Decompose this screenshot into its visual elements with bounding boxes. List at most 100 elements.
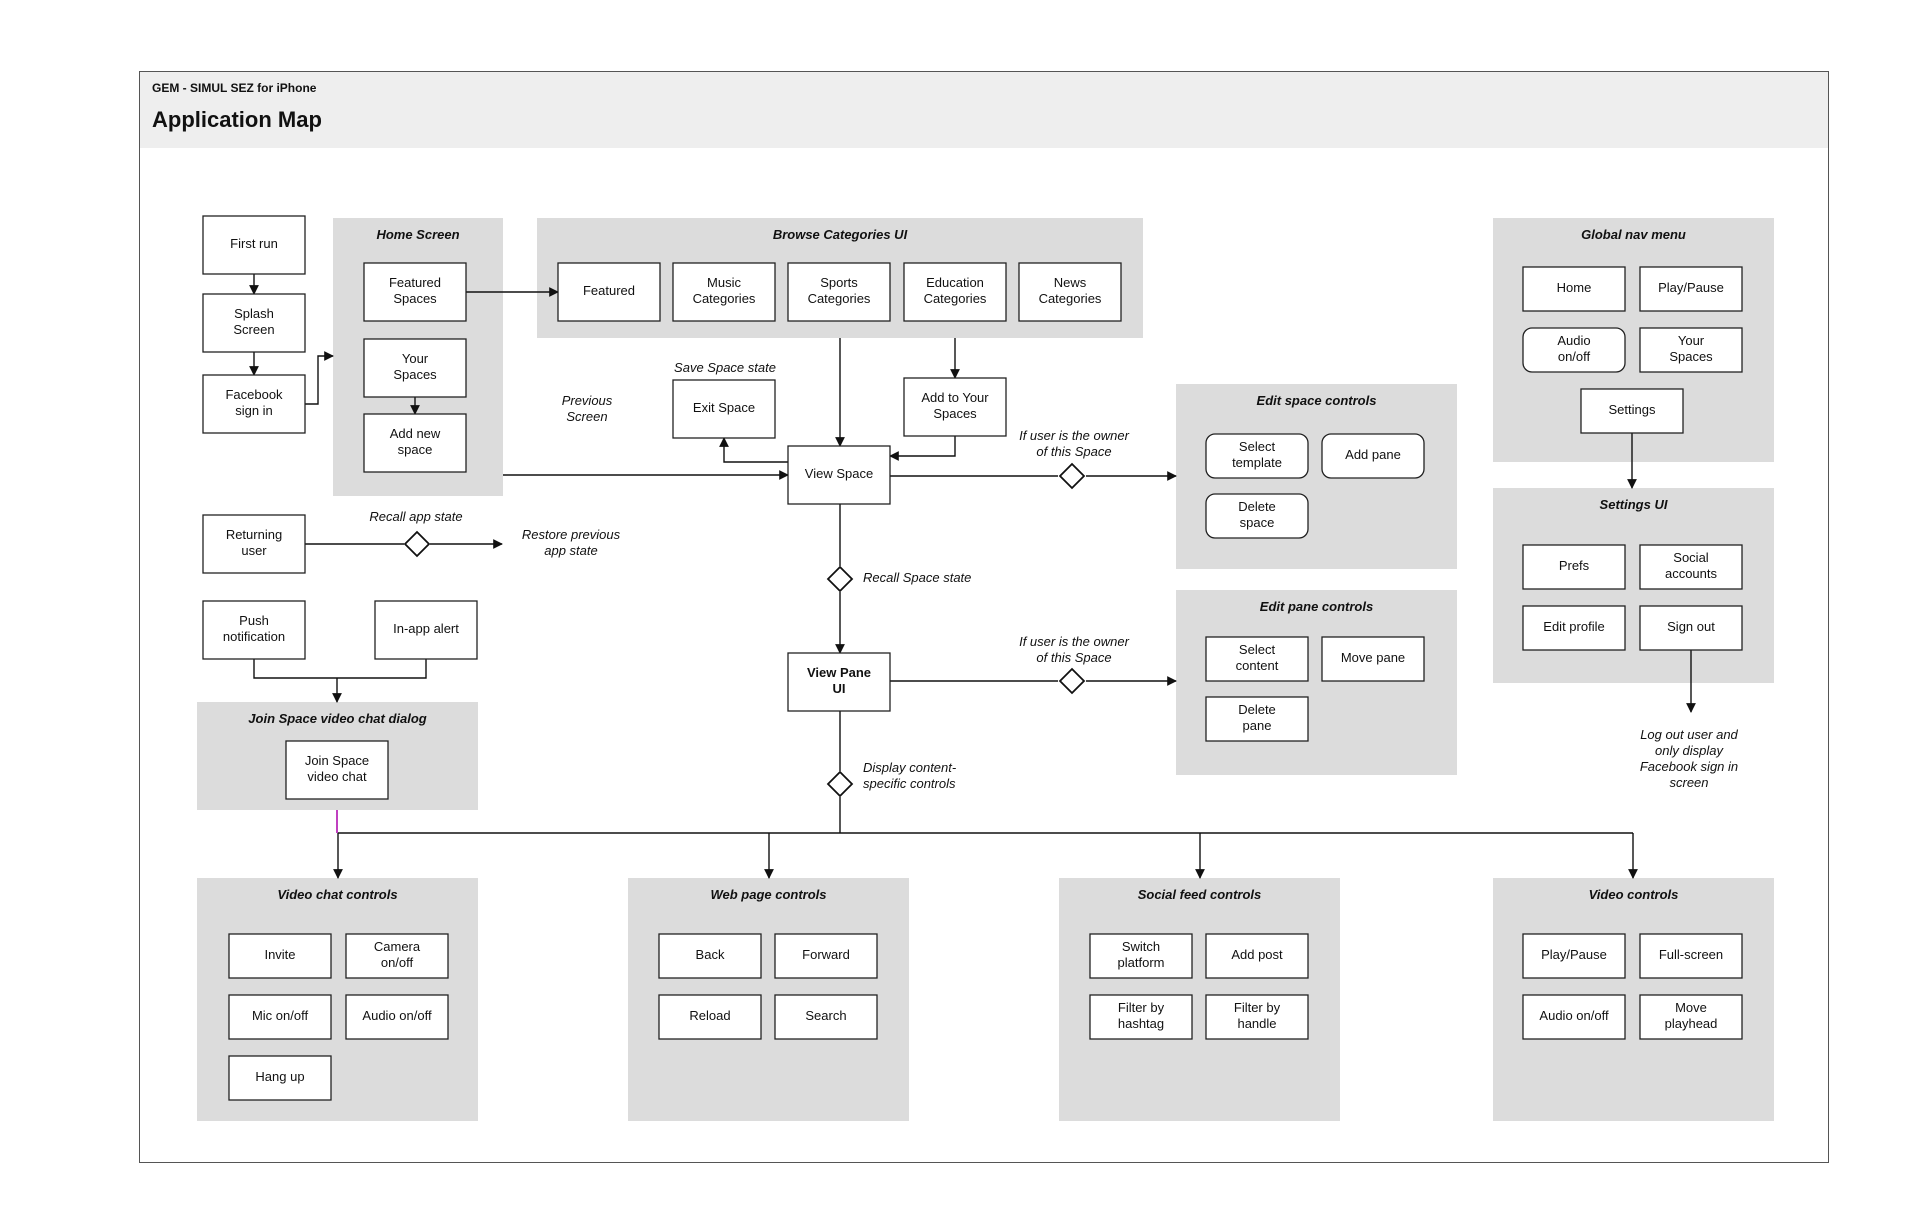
header-bar: [140, 72, 1828, 148]
node-splash-screen: [202, 293, 306, 353]
node-forward-label: Forward: [802, 947, 850, 962]
annotation-recall-app-state: Recall app state: [369, 509, 462, 524]
node-nav-settings-label: Settings: [1609, 402, 1656, 417]
group-title-edit-pane: Edit pane controls: [1260, 599, 1373, 614]
node-education-categories: [903, 262, 1007, 322]
node-v-play-pause: [1522, 933, 1626, 979]
node-move-playhead: [1639, 994, 1743, 1040]
node-add-new-space: [363, 413, 467, 473]
node-select-template: [1205, 433, 1309, 479]
decision-diamond-2: [826, 770, 854, 798]
node-edit-profile-label: Edit profile: [1543, 619, 1604, 634]
node-prefs-label: Prefs: [1559, 558, 1590, 573]
group-edit-pane: [1176, 590, 1457, 775]
node-add-to-your-spaces: [903, 377, 1007, 437]
node-search: [774, 994, 878, 1040]
group-title-home-screen: Home Screen: [376, 227, 459, 242]
node-nav-home: [1522, 266, 1626, 312]
connector-26: [253, 659, 427, 679]
node-your-spaces: [363, 338, 467, 398]
node-vc-audio-label: Audio on/off: [362, 1008, 432, 1023]
group-title-join-space: Join Space video chat dialog: [248, 711, 426, 726]
connector-10: [719, 437, 788, 463]
node-mic-label: Mic on/off: [252, 1008, 309, 1023]
decision-diamond-1: [826, 565, 854, 593]
node-edit-profile: [1522, 605, 1626, 651]
node-reload: [658, 994, 762, 1040]
node-move-pane-label: Move pane: [1341, 650, 1405, 665]
node-nav-your-spaces: [1639, 327, 1743, 373]
node-push-notification: [202, 600, 306, 660]
node-first-run: [202, 215, 306, 275]
node-news-categories: [1018, 262, 1122, 322]
node-exit-space-label: Exit Space: [693, 400, 755, 415]
node-sports-categories: [787, 262, 891, 322]
node-full-screen: [1639, 933, 1743, 979]
decision-diamond-3: [1058, 462, 1086, 490]
group-title-web-page: Web page controls: [710, 887, 826, 902]
node-filter-handle: [1205, 994, 1309, 1040]
node-nav-home-label: Home: [1557, 280, 1592, 295]
annotation-recall-space-state: Recall Space state: [863, 570, 971, 585]
node-join-space-video-chat: [285, 740, 389, 800]
group-title-settings-ui: Settings UI: [1600, 497, 1668, 512]
node-delete-space: [1205, 493, 1309, 539]
node-filter-hashtag: [1089, 994, 1193, 1040]
node-v-play-pause-label: Play/Pause: [1541, 947, 1607, 962]
node-featured: [557, 262, 661, 322]
node-camera: [345, 933, 449, 979]
node-forward: [774, 933, 878, 979]
decision-diamond-5: [403, 530, 431, 558]
node-in-app-alert-label: In-app alert: [393, 621, 459, 636]
node-back: [658, 933, 762, 979]
node-facebook-sign-in: [202, 374, 306, 434]
node-mic: [228, 994, 332, 1040]
node-move-pane: [1321, 636, 1425, 682]
node-nav-audio: [1522, 327, 1626, 373]
decision-diamond-4: [1058, 667, 1086, 695]
group-title-edit-space: Edit space controls: [1257, 393, 1377, 408]
node-v-audio: [1522, 994, 1626, 1040]
annotation-display-content: Display content-specific controls: [863, 760, 957, 791]
node-view-space: [787, 445, 891, 505]
node-add-post: [1205, 933, 1309, 979]
node-reload-label: Reload: [689, 1008, 730, 1023]
node-music-categories: [672, 262, 776, 322]
node-search-label: Search: [805, 1008, 846, 1023]
node-featured-spaces: [363, 262, 467, 322]
node-hang-up-label: Hang up: [255, 1069, 304, 1084]
group-title-global-nav: Global nav menu: [1581, 227, 1686, 242]
node-invite: [228, 933, 332, 979]
group-title-social-feed: Social feed controls: [1138, 887, 1262, 902]
node-in-app-alert: [374, 600, 478, 660]
node-add-pane: [1321, 433, 1425, 479]
group-title-video-controls: Video controls: [1589, 887, 1679, 902]
page-title: Application Map: [152, 107, 322, 132]
node-switch-platform: [1089, 933, 1193, 979]
node-featured-label: Featured: [583, 283, 635, 298]
node-add-pane-label: Add pane: [1345, 447, 1401, 462]
node-v-audio-label: Audio on/off: [1539, 1008, 1609, 1023]
